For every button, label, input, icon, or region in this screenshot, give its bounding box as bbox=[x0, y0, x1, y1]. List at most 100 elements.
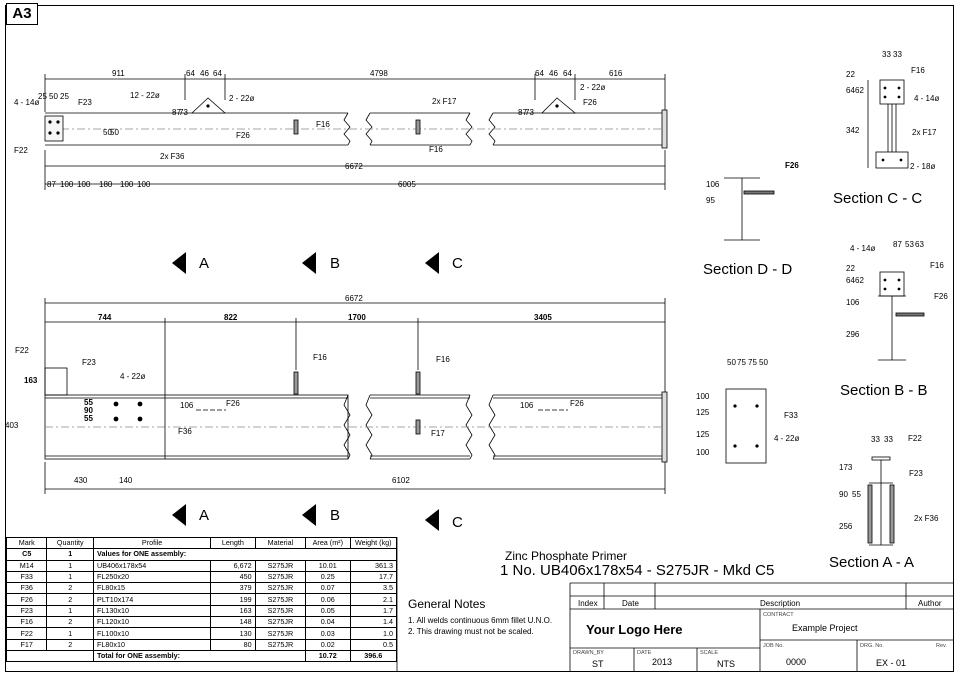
label: 106 bbox=[706, 180, 720, 189]
bom-header: Weight (kg) bbox=[349, 536, 397, 550]
job-value: 0000 bbox=[786, 657, 807, 667]
label: 4 - 14ø bbox=[850, 244, 876, 253]
bom-cell: 1 bbox=[46, 570, 95, 584]
section-arrow-b: B bbox=[330, 255, 341, 272]
bom-total-label: Total for ONE assembly: bbox=[93, 649, 307, 663]
overall-dim: 6672 bbox=[345, 162, 363, 171]
label: F16 bbox=[429, 145, 443, 154]
bom-cell: FL100x10 bbox=[93, 627, 212, 640]
label: 25 bbox=[60, 92, 69, 101]
label: 22 bbox=[846, 70, 855, 79]
label: F26 bbox=[785, 161, 799, 170]
label: F22 bbox=[14, 146, 28, 155]
bom-cell: 80 bbox=[210, 638, 256, 651]
label: 33 bbox=[893, 50, 902, 59]
label: 100 bbox=[696, 448, 710, 457]
job-label: JOB No. bbox=[763, 643, 784, 649]
contract-label: CONTRACT bbox=[763, 612, 794, 618]
dim-text: 140 bbox=[119, 476, 133, 485]
label: 62 bbox=[855, 86, 864, 95]
bom-cell: S275JR bbox=[254, 559, 307, 572]
label: 50 bbox=[103, 128, 112, 137]
drawn-value: ST bbox=[592, 659, 604, 669]
bom-cell: 450 bbox=[210, 570, 256, 584]
label: 4 - 14ø bbox=[14, 98, 40, 107]
bom-cell: F33 bbox=[5, 570, 48, 584]
rev-label: Rev. bbox=[936, 643, 947, 649]
bom-cell: 0.02 bbox=[305, 638, 351, 651]
bom-cell: C5 bbox=[5, 548, 48, 561]
dim-text: 100 bbox=[137, 180, 151, 189]
dim-text: 100 bbox=[120, 180, 134, 189]
dim-text: 64 bbox=[535, 69, 544, 78]
label: F17 bbox=[431, 429, 445, 438]
label: 50 bbox=[49, 92, 58, 101]
bom-header: Profile bbox=[93, 536, 212, 550]
drawn-label: DRAWN_BY bbox=[573, 650, 604, 656]
bom-cell: FL80x15 bbox=[93, 582, 212, 595]
label: 12 - 22ø bbox=[130, 91, 160, 100]
label: 4 - 14ø bbox=[914, 94, 940, 103]
bom-header: Mark bbox=[5, 536, 48, 550]
bom-cell: 0.06 bbox=[305, 593, 351, 606]
bom-cell: 2 bbox=[46, 638, 95, 651]
label: 73 bbox=[179, 108, 188, 117]
label: 2x F36 bbox=[914, 514, 939, 523]
section-title: Section D - D bbox=[703, 261, 793, 278]
date-label: DATE bbox=[637, 650, 652, 656]
bom-cell: 130 bbox=[210, 627, 256, 640]
label: 90 bbox=[84, 406, 93, 415]
label: 106 bbox=[180, 401, 194, 410]
label: 73 bbox=[525, 108, 534, 117]
contract-value: Example Project bbox=[792, 623, 858, 633]
label: 2x F17 bbox=[432, 97, 457, 106]
label: 75 bbox=[737, 358, 746, 367]
label: 50 bbox=[110, 128, 119, 137]
label: F36 bbox=[178, 427, 192, 436]
bom-total-area: 10.72 bbox=[305, 649, 351, 663]
date-value: 2013 bbox=[652, 657, 673, 667]
label: 125 bbox=[696, 408, 710, 417]
bom-cell: 0.5 bbox=[349, 638, 397, 651]
label: 64 bbox=[846, 276, 855, 285]
label: 2x F36 bbox=[160, 152, 185, 161]
bom-total-weight: 396.6 bbox=[349, 649, 397, 663]
label: 33 bbox=[871, 435, 880, 444]
label: 163 bbox=[24, 376, 38, 385]
bom-cell: 6,672 bbox=[210, 559, 256, 572]
drawing-border bbox=[5, 5, 954, 672]
bom-cell: S275JR bbox=[254, 604, 307, 618]
label: F23 bbox=[909, 469, 923, 478]
bom-cell: UB406x178x54 bbox=[93, 559, 212, 572]
bom-header: Quantity bbox=[46, 536, 95, 550]
bom-cell: 17.7 bbox=[349, 570, 397, 584]
label: F26 bbox=[226, 399, 240, 408]
rev-header-description: Description bbox=[760, 599, 801, 608]
label: 62 bbox=[855, 276, 864, 285]
label: 50 bbox=[759, 358, 768, 367]
bom-cell: 0.04 bbox=[305, 616, 351, 629]
bom-cell: 1 bbox=[46, 548, 95, 561]
label: 2 - 22ø bbox=[580, 83, 606, 92]
dwg-value: EX - 01 bbox=[876, 658, 907, 668]
label: 106 bbox=[846, 298, 860, 307]
bom-cell: 199 bbox=[210, 593, 256, 606]
label: 296 bbox=[846, 330, 860, 339]
general-notes-title: General Notes bbox=[408, 597, 486, 611]
bom-cell: M14 bbox=[5, 559, 48, 572]
bom-cell: S275JR bbox=[254, 593, 307, 606]
label: 87 bbox=[893, 240, 902, 249]
label: F33 bbox=[784, 411, 798, 420]
bom-cell: FL250x20 bbox=[93, 570, 212, 584]
section-arrow-a: A bbox=[199, 255, 210, 272]
bom-header: Length bbox=[210, 536, 256, 550]
bom-cell: 379 bbox=[210, 582, 256, 595]
label: 2x F17 bbox=[912, 128, 937, 137]
dim-text: 64 bbox=[186, 69, 195, 78]
bom-header-row: Mark Quantity Profile Length Material Ar… bbox=[5, 536, 397, 550]
